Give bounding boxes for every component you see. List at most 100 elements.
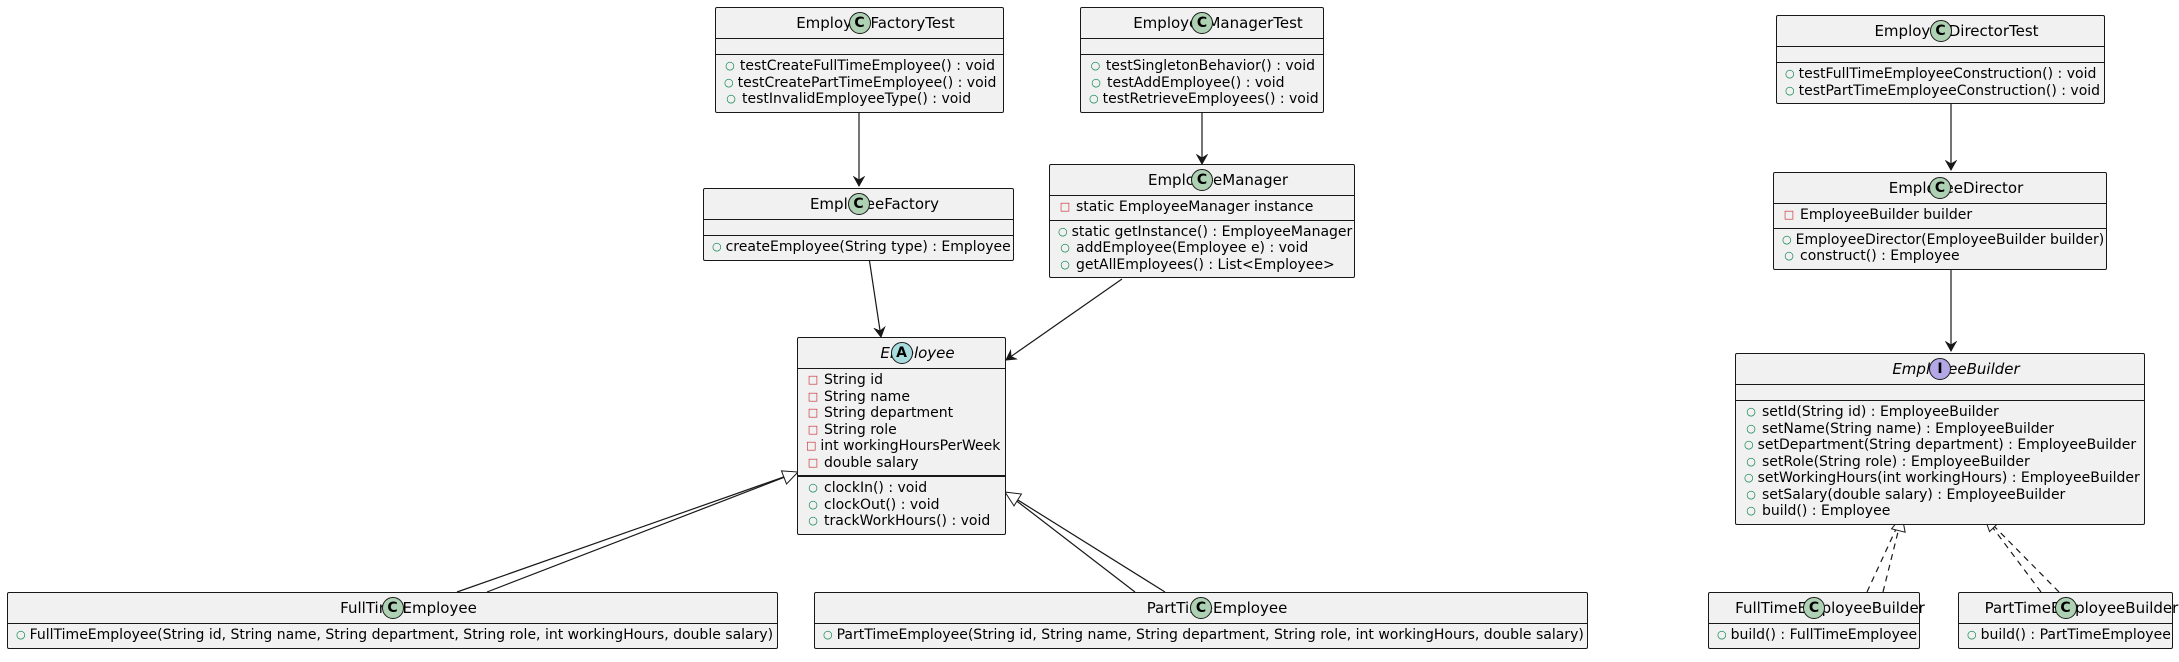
method-text: testFullTimeEmployeeConstruction() : voi…	[1798, 66, 2097, 82]
attributes-section: □String id□String name□String department…	[798, 368, 1005, 475]
method-text: static getInstance() : EmployeeManager	[1071, 223, 1353, 240]
method-row: ○addEmployee(Employee e) : void	[1058, 240, 1346, 257]
attributes-section: □EmployeeBuilder builder	[1774, 203, 2106, 228]
private-visibility-icon: □	[1059, 200, 1071, 213]
method-row: ○trackWorkHours() : void	[806, 513, 997, 530]
class-employee-builder: I EmployeeBuilder ○ setId(String id) : Em…	[1735, 353, 2145, 525]
method-text: build() : PartTimeEmployee	[1980, 627, 2171, 643]
class-name: EmployeeBuilder	[1892, 360, 2020, 378]
method-row: ○EmployeeDirector(EmployeeBuilder builde…	[1782, 232, 2104, 249]
interface-badge-icon: I	[1929, 358, 1951, 380]
class-header: C PartTimeEmployeeBuilder	[1959, 593, 2178, 623]
public-visibility-icon: ○	[808, 481, 818, 494]
method-row: ○setRole(String role) : EmployeeBuilder	[1744, 454, 2136, 471]
public-visibility-icon: ○	[724, 75, 734, 89]
attribute-row: □static EmployeeManager instance	[1058, 199, 1346, 216]
public-visibility-icon: ○	[1091, 75, 1101, 89]
attribute-text: EmployeeBuilder builder	[1800, 207, 1973, 223]
attribute-row: □ String role	[806, 422, 997, 439]
public-visibility-icon: ○	[1058, 224, 1068, 238]
class-full-time-employee-builder: C FullTimeEmployeeBuilder ○build() : Ful…	[1708, 592, 1925, 649]
method-text: EmployeeDirector(EmployeeBuilder builder…	[1795, 231, 2105, 248]
attributes-section	[716, 38, 1003, 54]
class-header: A Employee	[798, 338, 1005, 368]
public-visibility-icon: ○	[1785, 67, 1795, 80]
methods-section: ○testSingletonBehavior() : void○testAddE…	[1081, 54, 1323, 112]
method-row: ○testCreatePartTimeEmployee() : void	[724, 75, 996, 92]
method-row: ○setWorkingHours(int workingHours) : Emp…	[1744, 470, 2140, 487]
method-text: addEmployee(Employee e) : void	[1076, 240, 1309, 256]
method-row: ○build() : FullTimeEmployee	[1717, 627, 1917, 644]
method-text: build() : FullTimeEmployee	[1730, 627, 1918, 643]
public-visibility-icon: ○	[1967, 628, 1977, 641]
attributes-section	[1777, 46, 2104, 62]
method-row: ○build() : PartTimeEmployee	[1967, 627, 2171, 644]
method-text: clockOut() : void	[824, 496, 940, 513]
method-text: PartTimeEmployee(String id, String name,…	[836, 627, 1584, 643]
methods-section: ○testFullTimeEmployeeConstruction() : vo…	[1777, 62, 2104, 103]
method-text: setId(String id) : EmployeeBuilder	[1762, 404, 1999, 420]
edge-fulltime-extends-employee-a	[456, 471, 799, 593]
class-badge-icon: C	[1191, 169, 1213, 191]
method-text: setSalary(double salary) : EmployeeBuild…	[1762, 486, 2066, 503]
class-name: EmployeeFactory	[809, 195, 940, 213]
class-employee: A Employee □String id□String name□String…	[797, 337, 1006, 535]
attribute-text: String id	[824, 372, 884, 388]
class-badge-icon: C	[381, 597, 404, 619]
method-row: ○FullTimeEmployee(String id, String name…	[16, 627, 773, 644]
class-header: C EmployeeDirector	[1774, 173, 2106, 203]
method-text: testInvalidEmployeeType() : void	[742, 91, 972, 107]
method-text: setName(String name) : EmployeeBuilder	[1762, 420, 2055, 437]
public-visibility-icon: ○	[1784, 249, 1794, 262]
method-row: ○testCreateFullTimeEmployee() : void	[724, 58, 995, 75]
attribute-text: String department	[824, 405, 954, 421]
method-row: ○getAllEmployees() : List<Employee>	[1058, 257, 1346, 274]
method-row: ○ clockOut() : void	[806, 497, 997, 514]
class-name: PartTimeEmployeeBuilder	[1984, 599, 2179, 617]
method-row: ○setName(String name) : EmployeeBuilder	[1744, 421, 2136, 438]
public-visibility-icon: ○	[823, 628, 833, 641]
method-row: ○construct() : Employee	[1782, 248, 2098, 265]
method-row: ○ setId(String id) : EmployeeBuilder	[1744, 404, 2136, 421]
class-header: C EmployeeFactoryTest	[716, 8, 1003, 38]
attributes-section	[704, 219, 1013, 235]
private-visibility-icon: □	[807, 422, 819, 436]
class-name: PartTimeEmployee	[1146, 599, 1288, 617]
class-employee-factory: C EmployeeFactory ○createEmployee(String…	[703, 188, 1014, 261]
class-name: EmployeeManagerTest	[1133, 14, 1303, 32]
private-visibility-icon: □	[806, 439, 817, 452]
method-text: testRetrieveEmployees() : void	[1102, 91, 1319, 107]
method-text: testSingletonBehavior() : void	[1105, 58, 1315, 74]
private-visibility-icon: □	[807, 373, 819, 386]
method-row: ○setDepartment(String department) : Empl…	[1744, 437, 2136, 454]
method-text: testCreateFullTimeEmployee() : void	[739, 58, 995, 74]
method-text: trackWorkHours() : void	[824, 513, 991, 529]
edge-parttime-extends-employee-b	[1003, 491, 1166, 593]
method-row: ○testSingletonBehavior() : void	[1089, 58, 1315, 75]
method-row: ○testPartTimeEmployeeConstruction() : vo…	[1785, 83, 2100, 100]
public-visibility-icon: ○	[1746, 405, 1756, 418]
class-name: FullTimeEmployeeBuilder	[1735, 599, 1925, 617]
method-row: ○PartTimeEmployee(String id, String name…	[823, 627, 1584, 644]
method-row: ○testFullTimeEmployeeConstruction() : vo…	[1785, 66, 2096, 83]
class-header: C EmployeeFactory	[704, 189, 1013, 219]
method-row: ○clockIn() : void	[806, 480, 997, 497]
public-visibility-icon: ○	[1746, 504, 1756, 517]
public-visibility-icon: ○	[808, 497, 818, 511]
class-employee-manager-test: C EmployeeManagerTest ○testSingletonBeha…	[1080, 7, 1324, 113]
class-full-time-employee: C FullTimeEmployee ○FullTimeEmployee(Str…	[7, 592, 778, 649]
edge-ftbuilder-implements-b	[1882, 514, 1906, 593]
methods-section: ○setId(String id) : EmployeeBuilder○setN…	[1736, 400, 2144, 524]
method-text: testPartTimeEmployeeConstruction() : voi…	[1798, 82, 2101, 99]
method-row: ○testAddEmployee() : void	[1089, 75, 1315, 92]
private-visibility-icon: □	[807, 455, 819, 469]
method-row: ○testInvalidEmployeeType() : void	[724, 91, 995, 108]
attribute-text: String role	[824, 421, 897, 438]
attribute-row: □ String id	[806, 372, 997, 389]
class-name: FullTimeEmployee	[340, 599, 477, 617]
methods-section: ○PartTimeEmployee(String id, String name…	[815, 623, 1587, 648]
attribute-row: □int workingHoursPerWeek	[806, 438, 1000, 455]
attribute-row: □EmployeeBuilder builder	[1782, 207, 2098, 224]
abstract-badge-icon: A	[890, 342, 913, 364]
class-employee-director-test: C EmployeeDirectorTest ○testFullTimeEmpl…	[1776, 15, 2105, 104]
